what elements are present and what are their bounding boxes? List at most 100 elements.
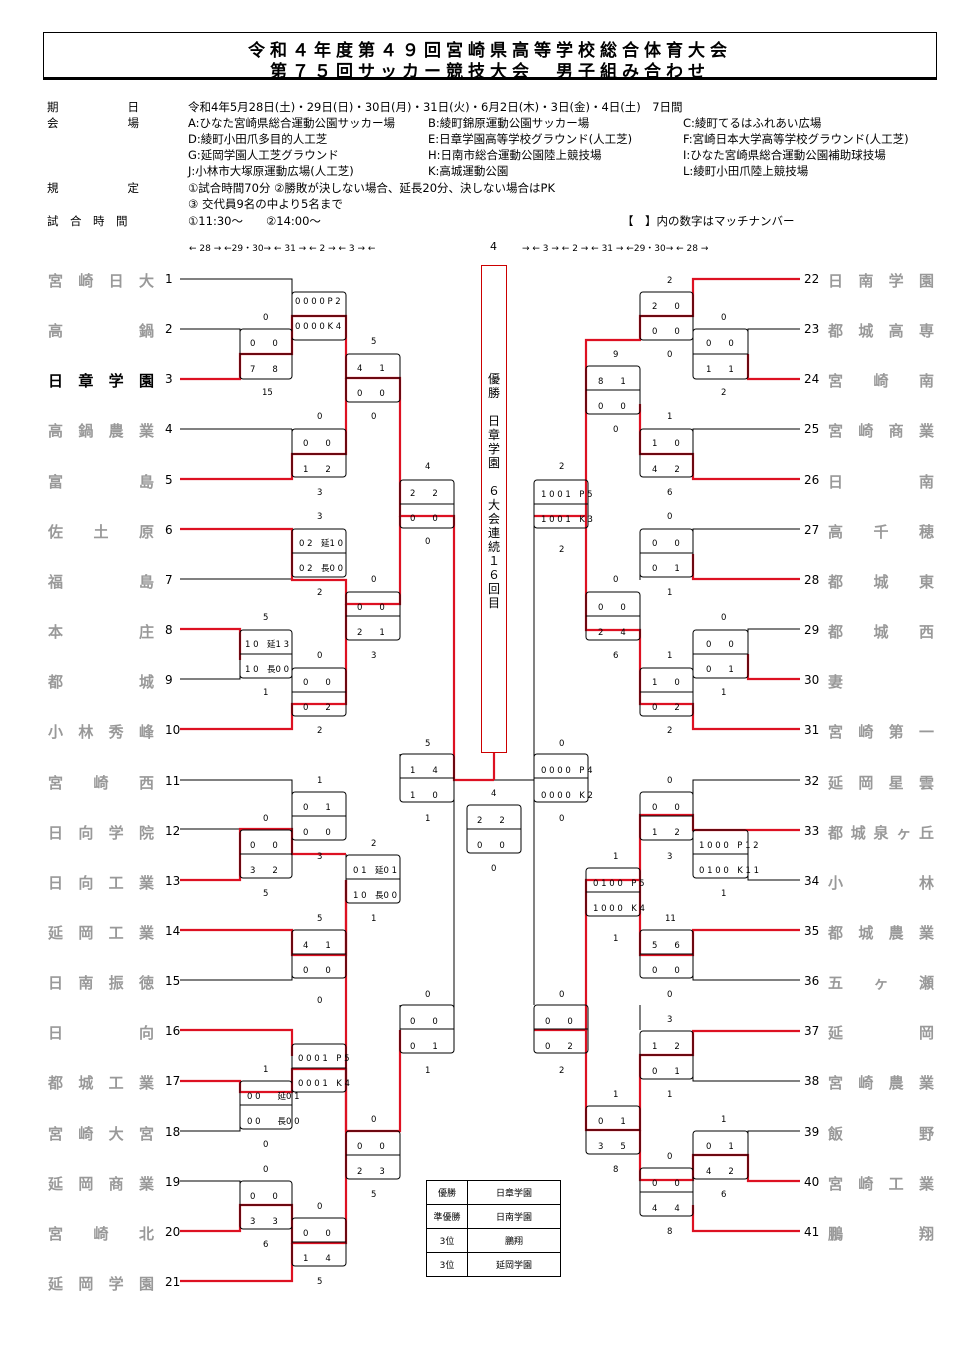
score-label: 2 1: [357, 628, 385, 638]
venue-k: K:高城運動公園: [428, 164, 509, 178]
rules-label: 規 定: [47, 181, 139, 195]
score-label: 6: [667, 488, 673, 498]
score-label: 0: [721, 613, 727, 623]
result-team: 鵬翔: [467, 1228, 561, 1253]
venue-i: I:ひなた宮崎県総合運動公園補助球技場: [683, 148, 886, 162]
result-row-third-2: 3位 延岡学園: [426, 1252, 561, 1277]
score-label: 0 0: [598, 402, 626, 412]
score-label: 0: [317, 412, 323, 422]
team-number: 5: [165, 472, 173, 487]
score-label: 2: [371, 839, 377, 849]
team-number: 17: [165, 1074, 181, 1089]
score-label: 0: [263, 1140, 269, 1150]
team-number: 27: [804, 522, 820, 537]
score-label: 5: [317, 914, 323, 924]
team-number: 36: [804, 974, 820, 989]
score-label: 0: [491, 864, 497, 874]
score-label: 1 0 0 1 P 5: [541, 490, 593, 500]
result-label: 優勝: [426, 1180, 468, 1205]
team-name: 宮崎農業: [828, 1074, 934, 1093]
score-label: 9: [613, 350, 619, 360]
score-label: 2 0: [652, 302, 680, 312]
team-name: 妻: [828, 673, 844, 692]
score-label: 1: [425, 814, 431, 824]
team-name: 都城工業: [48, 1074, 154, 1093]
team-name: 小林秀峰: [48, 723, 154, 742]
score-label: 1: [613, 934, 619, 944]
score-label: 6: [721, 1190, 727, 1200]
score-label: 0 0: [303, 678, 331, 688]
team-name: 五ヶ瀬: [828, 974, 934, 993]
score-label: 0 0: [303, 828, 331, 838]
team-name: 宮崎工業: [828, 1174, 934, 1193]
team-number: 9: [165, 673, 173, 688]
team-name: 都城農業: [828, 923, 934, 942]
score-label: 0 0: [303, 1229, 331, 1239]
score-label: 2: [667, 726, 673, 736]
score-label: 3 2: [250, 866, 278, 876]
score-label: 1 0 長0 0: [353, 891, 398, 901]
score-label: 1 0 0 0 P 1 2: [699, 841, 759, 851]
score-label: 1 4: [303, 1254, 331, 1264]
team-name: 小林: [828, 873, 934, 892]
team-number: 7: [165, 572, 173, 587]
score-label: 0: [317, 996, 323, 1006]
score-label: 0 0: [250, 339, 278, 349]
team-name: 日南学園: [828, 272, 934, 290]
team-name: 宮崎西: [48, 773, 154, 792]
score-label: 5: [371, 337, 377, 347]
venue-l: L:綾町小田爪陸上競技場: [683, 164, 809, 178]
score-label: 2: [559, 1066, 565, 1076]
score-label: 1 0: [652, 439, 680, 449]
result-team: 延岡学園: [467, 1252, 561, 1277]
team-number: 2: [165, 322, 173, 337]
score-label: 8: [667, 1227, 673, 1237]
score-label: 0: [559, 814, 565, 824]
result-team: 日南学園: [467, 1204, 561, 1229]
team-number: 39: [804, 1124, 820, 1139]
score-label: 0: [613, 425, 619, 435]
score-label: 0 0 延0 1: [247, 1092, 300, 1102]
team-number: 3: [165, 372, 173, 387]
team-number: 35: [804, 923, 820, 938]
team-name: 高千穂: [828, 522, 934, 541]
venue-d: D:綾町小田爪多目的人工芝: [188, 132, 328, 146]
score-label: 5: [263, 889, 269, 899]
time-text: ①11:30〜 ②14:00〜: [188, 214, 321, 228]
score-label: 1: [263, 1065, 269, 1075]
score-label: 0: [559, 990, 565, 1000]
score-label: 0 1: [652, 1067, 680, 1077]
score-label: 0: [425, 990, 431, 1000]
team-number: 12: [165, 823, 181, 838]
score-label: 3: [317, 852, 323, 862]
score-label: 0 0: [303, 966, 331, 976]
time-label: 試 合 時 間: [47, 214, 128, 228]
period-text: 令和4年5月28日(土)・29日(日)・30日(月)・31日(火)・6月2日(木…: [188, 100, 683, 114]
score-label: 0: [559, 739, 565, 749]
score-label: 0 0: [652, 539, 680, 549]
score-label: 0: [263, 814, 269, 824]
score-label: 1: [721, 889, 727, 899]
score-label: 2 4: [598, 628, 626, 638]
score-label: 1 1: [706, 365, 734, 375]
final-results-table: 優勝 日章学園 準優勝 日南学園 3位 鵬翔 3位 延岡学園: [426, 1180, 561, 1277]
score-label: 0: [721, 313, 727, 323]
score-label: 0 0: [598, 603, 626, 613]
rules-line-2: ③ 交代員9名の中より5名まで: [188, 197, 343, 211]
score-label: 0 0: [652, 966, 680, 976]
score-label: 3: [317, 512, 323, 522]
team-number: 37: [804, 1024, 820, 1039]
score-label: 2 2: [410, 489, 438, 499]
title-line-1: 令和４年度第４９回宮崎県高等学校総合体育大会: [248, 41, 732, 61]
score-label: 0 0: [410, 514, 438, 524]
score-label: 0 0: [357, 389, 385, 399]
score-label: 5: [371, 1190, 377, 1200]
result-row-winner: 優勝 日章学園: [426, 1180, 561, 1205]
team-number: 14: [165, 923, 181, 938]
team-number: 31: [804, 723, 820, 738]
score-label: 0 0: [652, 803, 680, 813]
score-label: 2 2: [477, 816, 505, 826]
score-label: 1: [263, 688, 269, 698]
score-label: 0: [613, 575, 619, 585]
team-name: 福島: [48, 572, 154, 591]
